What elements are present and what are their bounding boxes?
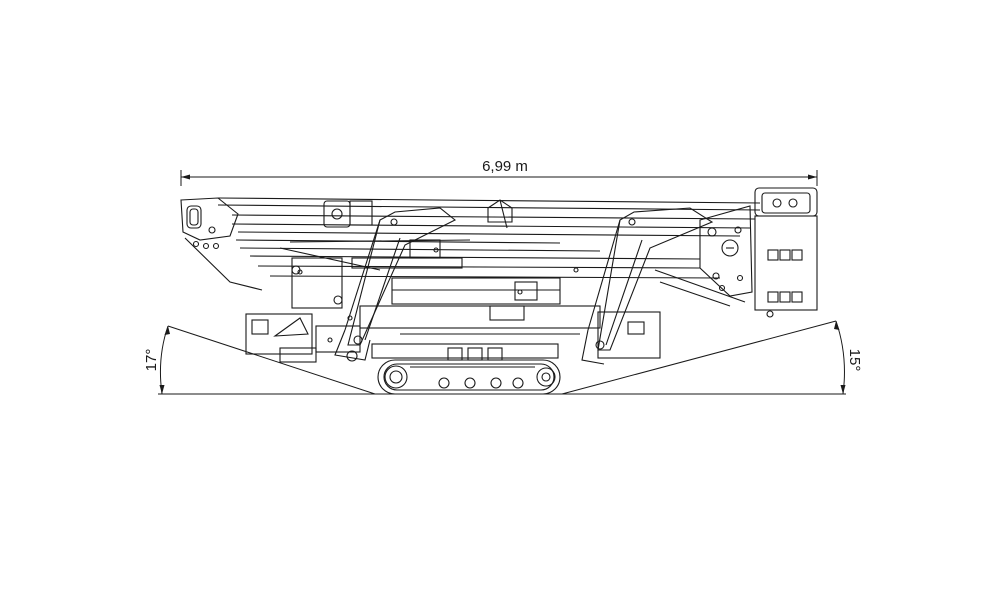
undercarriage [371,343,559,361]
basket [754,187,818,318]
right-lift-arm [581,207,714,365]
pivot-pins [297,247,579,343]
boom-head [180,197,263,291]
chassis [291,257,661,359]
rear-departure-angle: 15° [834,320,863,395]
overall-length-label: 6,99 m [482,158,528,175]
length-dimension: 6,99 m [180,158,818,186]
machine-outline [180,187,818,395]
upper-boom [217,197,761,279]
crawler-track [377,359,561,395]
left-lift-arm [334,207,457,362]
control-box [245,313,361,363]
front-approach-angle: 17° [143,325,170,395]
jib-pivot [654,205,753,307]
front-angle-label: 17° [143,349,160,372]
rear-angle-label: 15° [846,349,863,372]
